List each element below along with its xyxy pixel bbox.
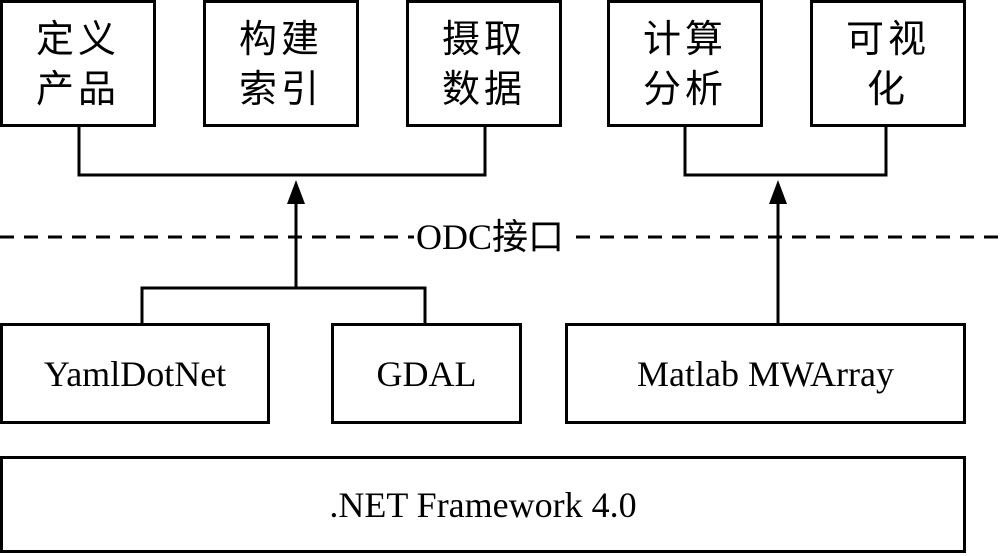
- module-compute-analysis: 计算 分析: [607, 0, 763, 127]
- library-matlab-mwarray: Matlab MWArray: [565, 323, 966, 424]
- lower-left-bracket: [140, 286, 427, 323]
- library-gdal: GDAL: [331, 323, 522, 424]
- module-build-index-label: 构建 索引: [238, 16, 323, 111]
- module-compute-analysis-label: 计算 分析: [642, 16, 727, 111]
- library-yamldotnet: YamlDotNet: [0, 323, 270, 424]
- library-yamldotnet-label: YamlDotNet: [43, 353, 227, 394]
- library-matlab-mwarray-label: Matlab MWArray: [637, 353, 894, 394]
- module-ingest-data: 摄取 数据: [406, 0, 562, 127]
- module-visualization: 可视 化: [810, 0, 966, 127]
- interface-label: ODC接口: [414, 215, 567, 259]
- left-arrow-head: [287, 180, 305, 204]
- module-define-product-label: 定义 产品: [35, 16, 120, 111]
- module-visualization-label: 可视 化: [845, 16, 930, 111]
- module-ingest-data-label: 摄取 数据: [441, 16, 526, 111]
- right-top-bracket: [683, 127, 888, 177]
- module-define-product: 定义 产品: [0, 0, 156, 127]
- library-gdal-label: GDAL: [376, 353, 477, 394]
- framework-label: .NET Framework 4.0: [329, 484, 637, 525]
- right-arrow-head: [769, 180, 787, 204]
- module-build-index: 构建 索引: [203, 0, 359, 127]
- framework-box: .NET Framework 4.0: [0, 456, 966, 553]
- left-top-bracket: [77, 127, 487, 177]
